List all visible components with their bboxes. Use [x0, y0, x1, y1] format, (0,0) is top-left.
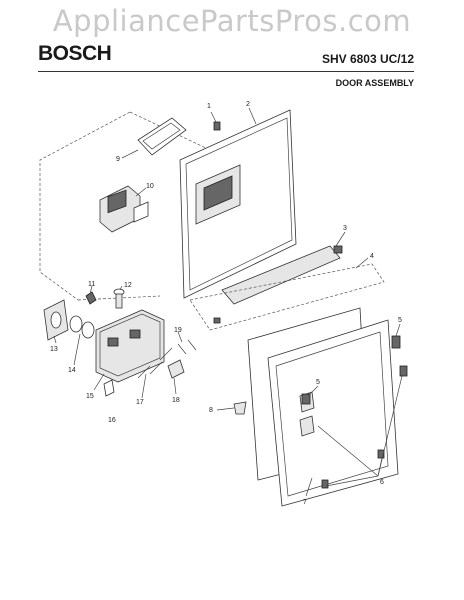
- part-8-plug[interactable]: [233, 401, 247, 415]
- header-rule: [38, 71, 414, 72]
- part-5-hinge-mid[interactable]: [301, 393, 311, 405]
- callout-8: 8: [209, 407, 213, 414]
- callout-1: 1: [207, 103, 211, 110]
- watermark: AppliancePartsPros.com: [52, 4, 412, 38]
- part-1-screw[interactable]: [213, 121, 221, 131]
- part-12-knob[interactable]: [113, 288, 125, 309]
- part-18-switch[interactable]: [167, 359, 185, 379]
- callout-5-mid: 5: [316, 379, 320, 386]
- part-11-clip[interactable]: [85, 291, 97, 305]
- callout-labels: 1 2 3 4 5 5 6 7 8 9 10 11 12 13 14 15 16…: [50, 101, 402, 506]
- section-title: DOOR ASSEMBLY: [335, 78, 414, 88]
- part-4-outline: [189, 263, 385, 331]
- callout-16: 16: [108, 417, 116, 424]
- callout-14: 14: [68, 367, 76, 374]
- part-14-rings[interactable]: [69, 315, 95, 339]
- callout-5-top: 5: [398, 317, 402, 324]
- leader-lines: [53, 107, 403, 497]
- callout-13: 13: [50, 346, 58, 353]
- callout-19: 19: [174, 327, 182, 334]
- callout-7: 7: [303, 499, 307, 506]
- callout-12: 12: [124, 282, 132, 289]
- callout-6: 6: [380, 479, 384, 486]
- part-10-dispenser[interactable]: [99, 185, 149, 233]
- callout-10: 10: [146, 183, 154, 190]
- callout-2: 2: [246, 101, 250, 108]
- part-9-gasket[interactable]: [137, 117, 187, 156]
- part-3-handle[interactable]: [213, 245, 343, 324]
- callout-17: 17: [136, 399, 144, 406]
- callout-18: 18: [172, 397, 180, 404]
- callout-15: 15: [86, 393, 94, 400]
- part-2-inner-door[interactable]: [179, 109, 297, 299]
- part-19-screws[interactable]: [177, 339, 197, 355]
- part-5-hinge-top[interactable]: [391, 335, 401, 349]
- part-17-springs[interactable]: [137, 347, 173, 379]
- part-16-tab[interactable]: [103, 379, 115, 397]
- part-13-latch[interactable]: [43, 299, 69, 341]
- callout-11: 11: [88, 281, 95, 288]
- part-15-control-housing[interactable]: [95, 309, 165, 383]
- brand-logo: BOSCH: [38, 42, 112, 65]
- callout-9: 9: [116, 156, 120, 163]
- callout-4: 4: [370, 253, 374, 260]
- part-6-clips[interactable]: [321, 365, 408, 489]
- model-number: SHV 6803 UC/12: [321, 52, 414, 66]
- callout-3: 3: [343, 225, 347, 232]
